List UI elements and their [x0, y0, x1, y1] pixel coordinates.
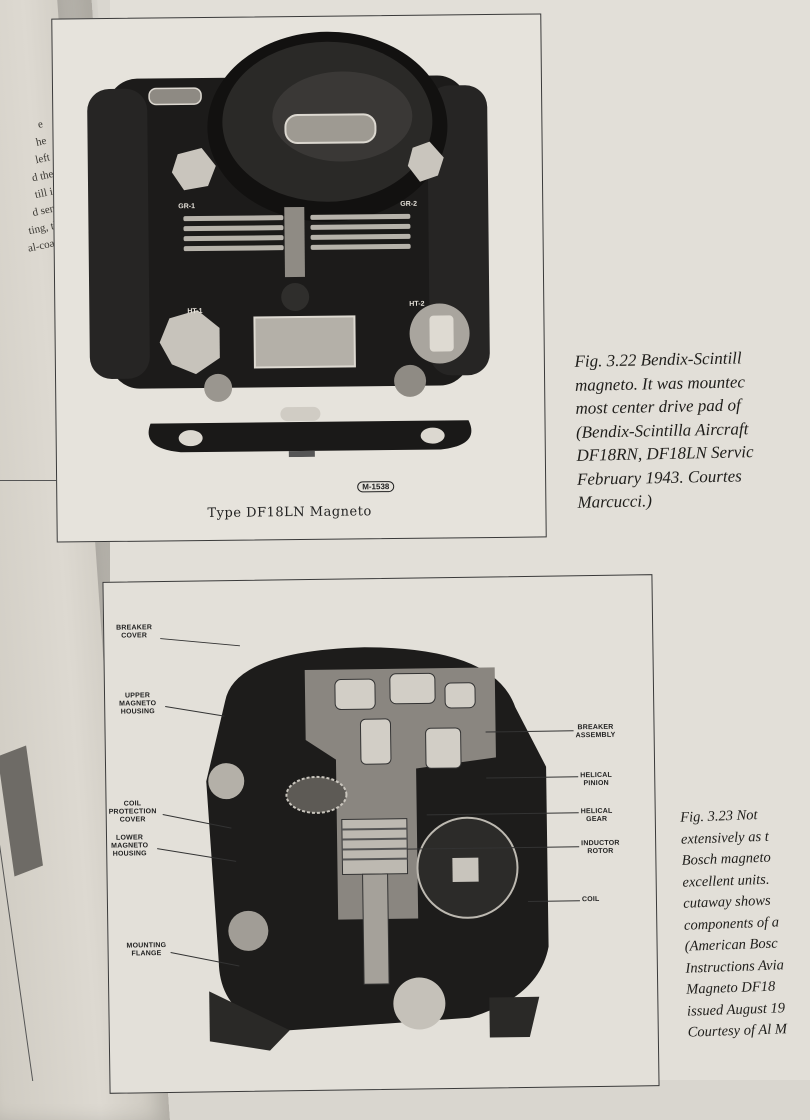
terminal-ht1: HT-1	[187, 308, 202, 315]
figure-3-23-caption: Fig. 3.23 Not extensively as t Bosch mag…	[680, 804, 787, 1044]
magneto-cutaway-illustration	[206, 647, 549, 1051]
figure-3-22-caption: Fig. 3.22 Bendix-Scintill magneto. It wa…	[574, 346, 754, 514]
label-coil-protection-cover: COIL PROTECTION COVER	[109, 800, 157, 825]
label-line: ASSEMBLY	[575, 731, 616, 740]
caption-line: Marcucci.)	[577, 491, 653, 512]
caption-line: most center drive pad of	[575, 395, 741, 418]
figure-3-22-frame: GR-1 GR-2 HT-1 HT-2 M-1538 Type DF18LN M…	[51, 13, 547, 543]
terminal-gr1: GR-1	[178, 203, 195, 210]
caption-line: cutaway shows	[682, 892, 771, 912]
caption-line: Magneto DF18	[685, 978, 776, 998]
label-line: ROTOR	[587, 847, 614, 856]
caption-line: (American Bosc	[684, 935, 778, 955]
label-lower-magneto-housing: LOWER MAGNETO HOUSING	[111, 834, 148, 859]
label-helical-gear: HELICAL GEAR	[581, 808, 613, 824]
caption-line: Courtesy of Al M	[687, 1021, 788, 1041]
label-helical-pinion: HELICAL PINION	[580, 772, 612, 788]
caption-line: Bosch magneto	[681, 849, 771, 869]
label-line: HOUSING	[120, 708, 155, 716]
caption-line: Fig. 3.22 Bendix-Scintill	[574, 348, 742, 371]
label-line: COIL	[581, 895, 600, 904]
label-upper-magneto-housing: UPPER MAGNETO HOUSING	[119, 692, 156, 717]
label-breaker-cover: BREAKER COVER	[116, 624, 152, 641]
label-line: INDUCTOR	[581, 839, 620, 848]
left-illustration-block	[0, 745, 43, 877]
label-line: PINION	[583, 779, 609, 788]
label-mounting-flange: MOUNTING FLANGE	[126, 942, 166, 959]
label-line: HELICAL	[580, 807, 613, 816]
label-line: FLANGE	[131, 950, 162, 958]
df18ln-magneto-photo: GR-1 GR-2 HT-1 HT-2	[87, 31, 490, 458]
terminal-gr2: GR-2	[400, 201, 417, 208]
figure-3-23-frame: BREAKER COVER UPPER MAGNETO HOUSING COIL…	[102, 574, 660, 1094]
label-breaker-assembly: BREAKER ASSEMBLY	[575, 724, 616, 741]
label-inductor-rotor: INDUCTOR ROTOR	[581, 840, 620, 857]
figure-code-badge: M-1538	[357, 481, 395, 493]
label-line: COVER	[121, 632, 148, 640]
terminal-ht2: HT-2	[409, 301, 424, 308]
label-line: HOUSING	[112, 850, 147, 858]
label-line: GEAR	[586, 815, 608, 824]
label-line: COVER	[119, 816, 146, 824]
caption-line: DF18RN, DF18LN Servic	[576, 442, 754, 465]
label-coil: COIL	[582, 896, 600, 904]
figure-image-label: Type DF18LN Magneto	[207, 504, 372, 521]
caption-line: February 1943. Courtes	[576, 465, 742, 489]
